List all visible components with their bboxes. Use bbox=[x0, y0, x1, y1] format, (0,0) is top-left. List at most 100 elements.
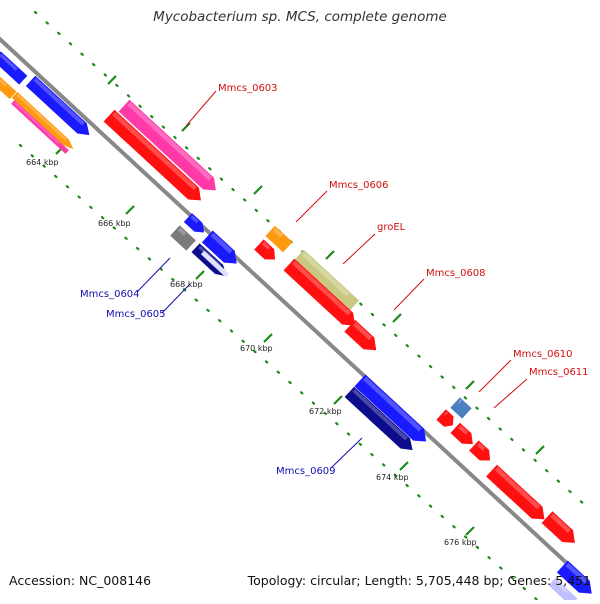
gene-feature[interactable] bbox=[344, 319, 381, 356]
gene-label[interactable]: Mmcs_0608 bbox=[426, 268, 486, 279]
tick-label: 672 kbp bbox=[309, 407, 342, 416]
gene-feature[interactable] bbox=[265, 225, 293, 253]
gene-feature[interactable] bbox=[118, 99, 222, 197]
gene-feature-highlight bbox=[14, 102, 60, 144]
tick-mark bbox=[333, 395, 343, 405]
label-layer: 664 kbp 666 kbp 668 kbp 670 kbp 672 kbp … bbox=[26, 83, 589, 547]
gene-feature-highlight bbox=[458, 424, 469, 435]
tick-mark bbox=[125, 205, 135, 215]
tick-label: 676 kbp bbox=[444, 538, 477, 547]
map-title: Mycobacterium sp. MCS, complete genome bbox=[153, 9, 447, 25]
label-leader-line bbox=[136, 257, 171, 293]
grid-layer bbox=[18, 10, 587, 604]
gene-feature[interactable] bbox=[354, 374, 432, 448]
tick-label: 668 kbp bbox=[170, 280, 203, 289]
gene-label[interactable]: Mmcs_0611 bbox=[529, 367, 589, 378]
gene-feature-highlight bbox=[261, 241, 271, 250]
gene-label[interactable]: Mmcs_0610 bbox=[513, 349, 573, 360]
gene-feature-highlight bbox=[127, 101, 212, 181]
gene-feature[interactable] bbox=[183, 213, 208, 237]
tick-mark bbox=[465, 380, 475, 390]
gene-label[interactable]: Mmcs_0609 bbox=[276, 466, 336, 477]
gene-feature-highlight bbox=[112, 111, 197, 191]
gene-feature[interactable] bbox=[344, 386, 418, 456]
gene-feature-shape bbox=[201, 230, 237, 264]
gene-feature-shape bbox=[548, 578, 578, 604]
gene-label[interactable]: groEL bbox=[377, 222, 406, 233]
gene-feature[interactable] bbox=[450, 422, 477, 450]
gene-feature-shape bbox=[170, 225, 196, 251]
gene-feature-shape bbox=[469, 440, 491, 461]
gene-feature[interactable] bbox=[283, 258, 361, 332]
gene-feature-highlight bbox=[177, 227, 187, 236]
gene-feature-shape bbox=[541, 511, 575, 543]
tick-mark bbox=[253, 185, 263, 195]
gene-feature[interactable] bbox=[556, 560, 597, 600]
gene-feature-shape bbox=[11, 100, 69, 154]
gene-feature[interactable] bbox=[201, 230, 242, 270]
gene-feature-shape bbox=[293, 249, 359, 313]
topology-summary: Topology: circular; Length: 5,705,448 bp… bbox=[247, 573, 591, 588]
gene-feature-highlight bbox=[554, 580, 568, 594]
feature-layer bbox=[0, 51, 597, 604]
gene-label[interactable]: Mmcs_0603 bbox=[218, 83, 278, 94]
gene-feature-highlight bbox=[550, 513, 571, 533]
gene-feature-shape bbox=[436, 409, 454, 427]
tick-mark bbox=[465, 526, 475, 536]
gene-feature[interactable] bbox=[486, 464, 550, 526]
label-leader-line bbox=[342, 233, 376, 265]
gene-feature[interactable] bbox=[200, 250, 230, 278]
gene-feature-highlight bbox=[204, 252, 220, 268]
gene-feature[interactable] bbox=[103, 109, 207, 207]
tick-mark bbox=[399, 461, 409, 471]
gene-feature[interactable] bbox=[0, 51, 28, 85]
gene-feature-shape bbox=[200, 250, 230, 278]
gene-feature[interactable] bbox=[11, 91, 76, 152]
label-leader-line bbox=[295, 190, 328, 223]
inner-guide-line bbox=[18, 143, 544, 604]
tick-label: 670 kbp bbox=[240, 344, 273, 353]
gene-feature-shape bbox=[344, 319, 377, 351]
gene-feature-highlight bbox=[190, 215, 199, 224]
gene-feature-shape bbox=[254, 239, 276, 260]
gene-feature[interactable] bbox=[469, 440, 495, 465]
gene-feature-shape bbox=[283, 258, 356, 326]
gene-feature-shape bbox=[11, 91, 74, 150]
gene-feature[interactable] bbox=[436, 409, 457, 430]
gene-feature[interactable] bbox=[548, 578, 578, 604]
gene-label[interactable]: Mmcs_0606 bbox=[329, 180, 389, 191]
label-leader-line bbox=[493, 378, 528, 409]
gene-feature[interactable] bbox=[170, 225, 196, 251]
gene-feature-highlight bbox=[33, 77, 85, 126]
gene-label[interactable]: Mmcs_0605 bbox=[106, 309, 166, 320]
gene-feature-highlight bbox=[363, 376, 422, 432]
gene-feature[interactable] bbox=[11, 100, 69, 154]
label-leader-line bbox=[393, 278, 425, 311]
accession-label: Accession: NC_008146 bbox=[9, 573, 152, 588]
gene-feature[interactable] bbox=[0, 76, 17, 100]
gene-feature-shape bbox=[25, 75, 90, 136]
tick-label: 674 kbp bbox=[376, 473, 409, 482]
label-leader-line bbox=[185, 90, 217, 127]
gene-feature-highlight bbox=[352, 388, 408, 441]
gene-feature-shape bbox=[118, 99, 216, 191]
genome-backbone bbox=[0, 36, 587, 582]
tick-label: 666 kbp bbox=[98, 219, 131, 228]
gene-feature-highlight bbox=[352, 322, 373, 341]
tick-mark bbox=[325, 250, 335, 260]
gene-feature-shape bbox=[450, 422, 473, 445]
gene-feature[interactable] bbox=[450, 397, 472, 419]
tick-mark bbox=[535, 445, 545, 455]
gene-feature[interactable] bbox=[25, 75, 94, 141]
gene-feature[interactable] bbox=[254, 239, 280, 264]
gene-label[interactable]: Mmcs_0604 bbox=[80, 289, 140, 300]
gene-feature-highlight bbox=[476, 442, 486, 451]
gene-feature[interactable] bbox=[541, 511, 581, 549]
label-leader-line bbox=[330, 437, 363, 469]
label-leader-line bbox=[478, 359, 512, 393]
tick-mark bbox=[195, 270, 205, 280]
gene-feature-highlight bbox=[301, 251, 350, 297]
gene-feature[interactable] bbox=[293, 249, 359, 313]
